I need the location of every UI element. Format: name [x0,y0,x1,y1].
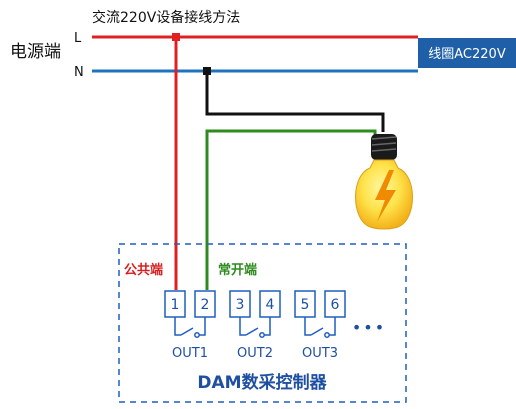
controller-box [118,243,407,403]
relay-switch-1 [174,317,206,338]
terminal-6: 6 [324,290,346,318]
terminal-5: 5 [294,290,316,318]
output-label-2: OUT2 [237,346,273,361]
neutral-to-bulb-wire [205,71,385,132]
terminal-3: 3 [229,290,251,318]
common-terminal-label: 公共端 [124,262,163,278]
controller-label: DAM数采控制器 [197,372,327,393]
output-label-1: OUT1 [172,346,208,361]
relay-switch-3 [304,317,336,338]
terminal-4: 4 [259,290,281,318]
terminal-1: 1 [164,290,186,318]
coil-box [418,38,516,68]
coil-box-label: 线圈AC220V [428,47,506,62]
line-l-label: L [74,31,82,46]
more-outputs-ellipsis: ••• [352,318,386,337]
diagram-title: 交流220V设备接线方法 [92,9,240,26]
svg-text:3: 3 [236,297,245,313]
live-junction [172,33,180,41]
normally-open-label: 常开端 [218,262,257,278]
svg-text:2: 2 [201,297,210,313]
output-label-3: OUT3 [302,346,338,361]
terminal-2: 2 [194,290,216,318]
svg-text:4: 4 [266,297,275,313]
relay-switch-2 [239,317,271,338]
light-bulb-icon [355,134,413,230]
svg-text:1: 1 [171,297,180,313]
neutral-junction [203,67,211,75]
svg-text:6: 6 [331,297,340,313]
power-source-label: 电源端 [10,42,61,62]
svg-text:5: 5 [301,297,310,313]
line-n-label: N [74,65,84,80]
